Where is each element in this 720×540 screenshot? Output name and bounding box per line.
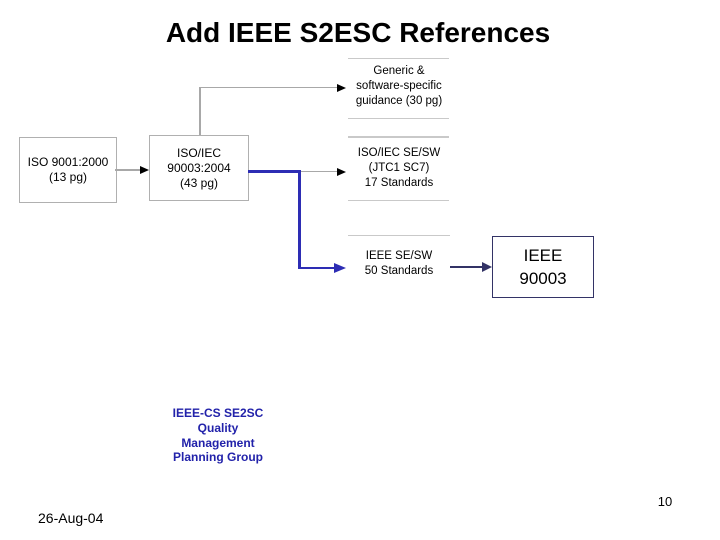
box-iso9001-line2: (13 pg) — [48, 170, 88, 184]
page-number: 10 — [657, 494, 673, 509]
generic-line1: Generic & — [373, 65, 425, 77]
divider-generic-bottom — [348, 117, 449, 119]
node-isoiec-sesw: ISO/IEC SE/SW (JTC1 SC7) 17 Standards — [343, 146, 455, 191]
connector-iso90003-to-generic-vertical — [199, 87, 201, 135]
isoiec-sesw-line3: 17 Standards — [364, 177, 434, 189]
connector-iso9001-to-iso90003 — [115, 169, 141, 171]
isoiec-sesw-line2: (JTC1 SC7) — [368, 162, 430, 174]
ieee-sesw-line1: IEEE SE/SW — [365, 250, 433, 262]
ieee90003-line2: 90003 — [519, 269, 567, 288]
blue-connector-horizontal-top — [248, 170, 300, 173]
divider-ieee-sesw-top — [348, 234, 450, 236]
ieee-sesw-line2: 50 Standards — [364, 265, 434, 277]
divider-isoiec-top — [348, 136, 449, 138]
connector-iso90003-to-generic-horizontal — [199, 86, 337, 88]
box-iso90003-line3: (43 pg) — [179, 175, 219, 190]
arrowhead-into-isoiec-sesw-icon — [337, 167, 346, 176]
slide-title: Add IEEE S2ESC References — [165, 17, 551, 48]
navy-connector-to-ieee90003 — [450, 265, 483, 268]
caption-line4: Planning Group — [173, 450, 263, 465]
divider-isoiec-bottom — [348, 199, 449, 201]
node-ieee-sesw: IEEE SE/SW 50 Standards — [343, 249, 455, 279]
box-iso9001-line1: ISO 9001:2000 — [27, 155, 109, 169]
arrowhead-into-ieee-sesw-icon — [334, 262, 346, 273]
box-iso9001: ISO 9001:2000 (13 pg) — [19, 137, 117, 203]
caption-line3: Management — [181, 435, 255, 450]
generic-line3: guidance (30 pg) — [355, 95, 443, 107]
blue-connector-vertical — [298, 170, 301, 269]
node-generic-guidance: Generic & software-specific guidance (30… — [343, 64, 455, 109]
arrowhead-into-ieee90003-icon — [482, 262, 492, 272]
arrowhead-into-iso90003-icon — [140, 166, 149, 174]
caption-line2: Quality — [197, 420, 239, 435]
arrowhead-into-generic-icon — [337, 83, 346, 92]
caption-group: IEEE-CS SE2SC Quality Management Plannin… — [149, 406, 287, 465]
box-iso90003: ISO/IEC 90003:2004 (43 pg) — [149, 135, 249, 201]
caption-line1: IEEE-CS SE2SC — [172, 406, 264, 420]
box-iso90003-line1: ISO/IEC — [176, 145, 221, 160]
ieee90003-line1: IEEE — [523, 246, 563, 265]
divider-generic-top — [348, 57, 449, 59]
box-ieee-90003: IEEE 90003 — [492, 236, 594, 298]
footer-date: 26-Aug-04 — [38, 510, 104, 526]
isoiec-sesw-line1: ISO/IEC SE/SW — [357, 147, 441, 159]
box-iso90003-line2: 90003:2004 — [167, 160, 231, 175]
blue-connector-horizontal-bottom — [298, 266, 334, 269]
generic-line2: software-specific — [356, 80, 442, 92]
